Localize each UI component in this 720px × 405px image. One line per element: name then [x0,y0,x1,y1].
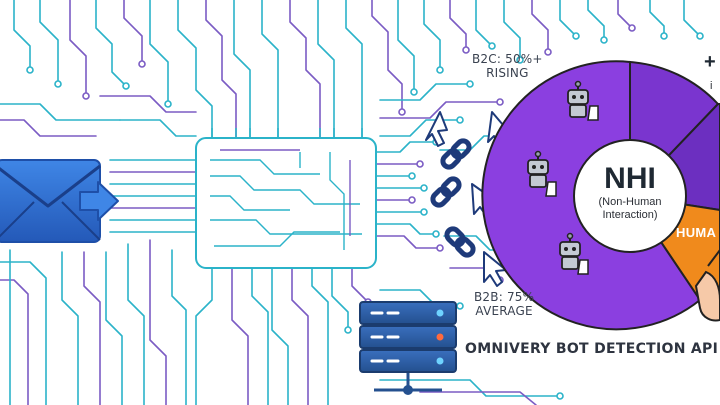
circuit-traces [0,0,701,405]
email-envelope-icon [0,159,119,243]
nhi-subtitle: (Non-Human Interaction) [584,196,676,222]
b2c-stat-line-1: B2C: 50%+ [472,52,543,66]
b2b-stat-line-2: AVERAGE [475,304,533,318]
robot-icon [559,232,589,275]
chain-link-icon [444,226,476,258]
nhi-pie-chart [481,60,720,331]
robot-icon [527,150,557,197]
cursor-icon [425,111,448,147]
corner-partial-text: i [710,80,713,92]
chain-link-icons [430,138,476,258]
b2c-stat-line-2: RISING [486,66,529,80]
corner-plus-sign: + [704,51,716,73]
api-name-label: OMNIVERY BOT DETECTION API [465,341,719,357]
nhi-title: NHI [604,162,656,195]
b2b-stat-label: B2B: 75% AVERAGE [474,290,534,318]
chain-link-icon [430,176,462,208]
bot-icons [527,80,599,275]
robot-icon [567,80,599,121]
server-rack-icon [359,301,457,395]
b2b-stat-line-1: B2B: 75% [474,290,535,304]
circuit-pads [26,24,704,400]
chain-link-icon [440,138,472,170]
nhi-subtitle-line-1: (Non-Human [598,196,662,208]
b2c-stat-label: B2C: 50%+ RISING [472,52,543,80]
processor-chip [195,128,377,269]
nhi-subtitle-line-2: Interaction) [602,209,658,221]
human-segment-label: HUMA [676,225,717,240]
